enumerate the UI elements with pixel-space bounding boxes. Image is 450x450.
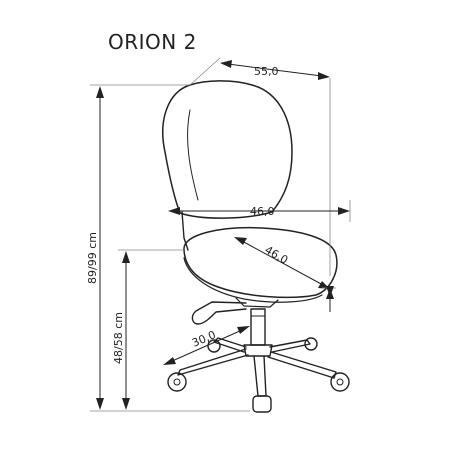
seat-depth-line bbox=[241, 240, 324, 286]
dimension-lines bbox=[90, 57, 351, 412]
caster-wheel bbox=[207, 339, 221, 353]
seat-underside bbox=[183, 257, 323, 303]
base-hub bbox=[243, 344, 273, 357]
width-label: 46,0 bbox=[250, 205, 275, 218]
seat-depth-label: 46,0 bbox=[263, 243, 291, 267]
seat-height-label: 48/58 cm bbox=[112, 312, 125, 364]
backrest bbox=[162, 80, 293, 219]
height-lever bbox=[191, 301, 247, 325]
caster-wheel bbox=[167, 372, 187, 392]
base-radius-line bbox=[169, 329, 243, 363]
depth-label: 55,0 bbox=[254, 65, 279, 78]
backrest-seam bbox=[187, 109, 199, 201]
gas-lift-cylinder bbox=[250, 308, 266, 346]
casters bbox=[167, 337, 350, 413]
seat-mechanism bbox=[235, 297, 279, 308]
seat-top bbox=[183, 226, 338, 299]
caster-wheel bbox=[330, 372, 350, 392]
depth-line bbox=[227, 63, 323, 77]
back-support-bar bbox=[181, 211, 189, 251]
caster-wheel bbox=[252, 395, 272, 413]
total-height-label: 89/99 cm bbox=[86, 232, 99, 284]
product-title: ORION 2 bbox=[108, 30, 197, 54]
caster-wheel bbox=[304, 337, 318, 351]
chair-illustration bbox=[162, 80, 350, 413]
